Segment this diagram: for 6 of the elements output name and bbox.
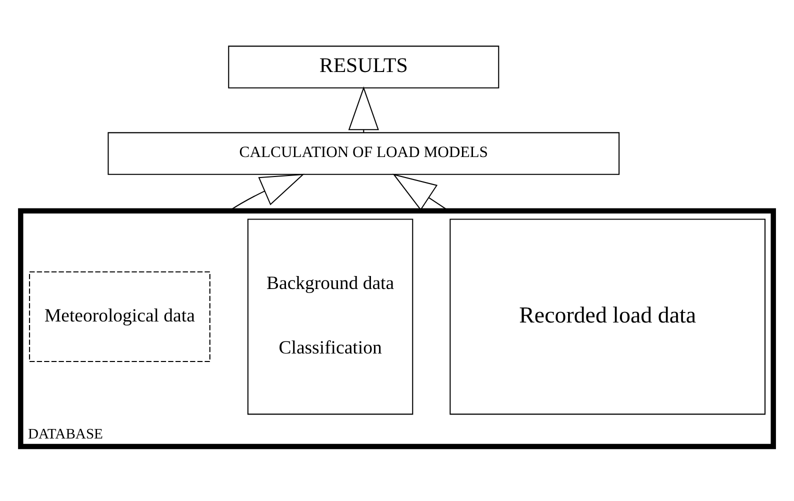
node-box: CALCULATION OF LOAD MODELS (108, 132, 620, 175)
node-box: Background data Classification (247, 218, 414, 415)
arrow (348, 86, 379, 132)
node-box: Meteorological data (29, 271, 210, 362)
node-box: RESULTS (228, 46, 500, 88)
node-box: Recorded load data (450, 218, 766, 415)
